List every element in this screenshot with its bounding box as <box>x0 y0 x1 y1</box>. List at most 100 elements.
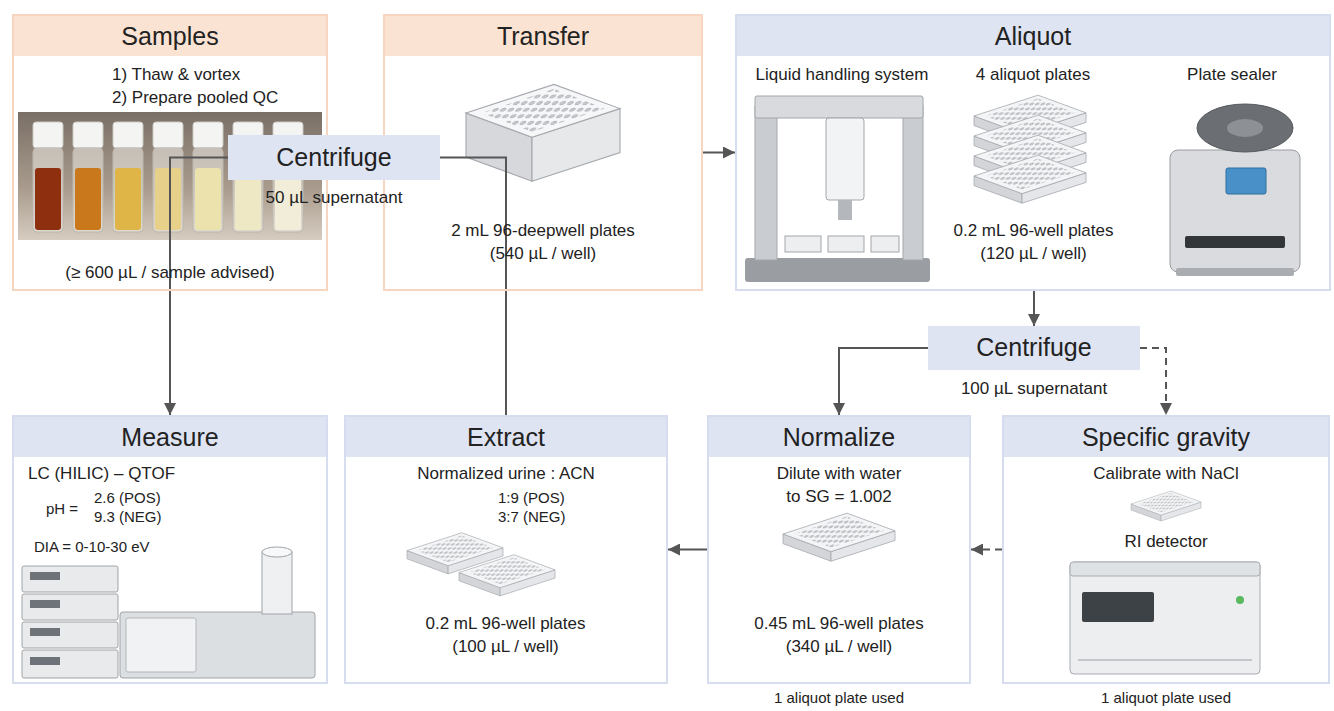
sample-vials-photo-part <box>35 168 61 230</box>
ri-detector-part <box>1070 562 1260 576</box>
normalize-plate <box>783 513 895 561</box>
panel-text: Normalized urine : ACN <box>346 463 666 486</box>
sample-vials-photo-part <box>115 168 141 230</box>
aliquot-plate-stack-part <box>974 155 1086 203</box>
volume-note: 100 µL supernatant <box>961 379 1107 399</box>
ri-detector <box>1070 562 1260 674</box>
panel-text: pH = <box>46 499 92 519</box>
sample-vials-photo-part <box>75 168 101 230</box>
plate-sealer <box>1170 104 1300 276</box>
lc-qtof-instrument-part <box>30 572 60 580</box>
flow-arrow <box>668 549 707 551</box>
liquid-handler-part <box>745 258 930 282</box>
plate-sealer-part <box>1197 104 1293 152</box>
sample-vials-photo-part <box>193 122 223 148</box>
panel-heading: Normalize <box>709 417 969 457</box>
normalize-plate-part <box>783 513 895 561</box>
panel-heading: Transfer <box>385 16 701 56</box>
ri-detector-part <box>1082 592 1154 622</box>
panel-heading: Samples <box>14 16 326 56</box>
step-panel: Measure LC (HILIC) – QTOF pH =2.6 (POS) 9.… <box>12 415 328 684</box>
sample-vials-photo-part <box>155 168 181 230</box>
flow-arrow <box>839 348 928 415</box>
lc-qtof-instrument-part <box>22 594 118 620</box>
lc-qtof-instrument-part <box>30 657 60 665</box>
plate-sealer-part <box>1227 119 1263 137</box>
panel-heading: Specific gravity <box>1004 417 1328 457</box>
volume-note: 1 aliquot plate used <box>1101 689 1231 706</box>
sample-vials-photo-part <box>195 168 221 230</box>
panel-text: Calibrate with NaCl <box>1004 463 1328 486</box>
panel-text: 0.2 mL 96-well plates (120 µL / well) <box>941 220 1126 266</box>
panel-heading: Extract <box>346 417 666 457</box>
step-panel: Specific gravityCalibrate with NaCl RI de… <box>1002 415 1330 684</box>
lc-qtof-instrument-part <box>22 650 118 678</box>
step-box: Centrifuge <box>228 135 440 180</box>
lc-qtof-instrument-part <box>22 566 118 592</box>
lc-qtof-instrument-part <box>262 547 292 557</box>
panel-text: 1) Thaw & vortex <box>112 64 322 87</box>
volume-note: 1 aliquot plate used <box>774 689 904 706</box>
panel-text: Liquid handling system <box>742 64 942 87</box>
calibration-plate <box>1131 491 1201 521</box>
lc-qtof-instrument-part <box>126 618 196 672</box>
sample-vials-photo-part <box>33 122 63 148</box>
panel-text: LC (HILIC) – QTOF <box>28 463 308 486</box>
extract-plates-part <box>459 555 555 596</box>
panel-text: 4 aliquot plates <box>957 64 1109 87</box>
lc-qtof-instrument <box>22 547 315 678</box>
liquid-handler-part <box>903 106 923 260</box>
sample-vials-photo-part <box>113 148 143 232</box>
flow-arrow <box>971 549 1002 551</box>
step-panel: NormalizeDilute with water to SG = 1.002… <box>707 415 971 684</box>
lc-qtof-instrument-part <box>30 628 60 636</box>
liquid-handler-part <box>826 118 864 200</box>
panel-text: 0.2 mL 96-well plates (100 µL / well) <box>413 613 598 659</box>
step-label: Centrifuge <box>928 326 1140 370</box>
step-box: Centrifuge <box>928 326 1140 370</box>
panel-text: 2 mL 96-deepwell plates (540 µL / well) <box>440 220 646 266</box>
ri-detector-part <box>1070 562 1260 674</box>
sample-vials-photo-part <box>73 148 103 232</box>
panel-text: RI detector <box>1004 531 1328 554</box>
flow-arrow <box>170 158 228 416</box>
panel-text: DIA = 0-10-30 eV <box>34 537 314 557</box>
panel-text: 2.6 (POS) 9.3 (NEG) <box>94 489 178 527</box>
liquid-handler-part <box>785 236 821 252</box>
lc-qtof-instrument-part <box>30 600 60 608</box>
panel-text: Dilute with water to SG = 1.002 <box>770 463 908 509</box>
sample-vials-photo-part <box>113 122 143 148</box>
aliquot-plate-stack <box>974 95 1086 203</box>
extract-plates <box>407 533 555 596</box>
plate-sealer-part <box>1170 150 1300 272</box>
sample-vials-photo-part <box>153 122 183 148</box>
liquid-handler <box>745 96 930 282</box>
liquid-handler-part <box>828 236 864 252</box>
sample-vials-photo-part <box>193 148 223 232</box>
sample-vials-photo-part <box>33 148 63 232</box>
lc-qtof-instrument-part <box>22 622 118 648</box>
lc-qtof-instrument-part <box>120 612 315 678</box>
step-label: Centrifuge <box>228 135 440 180</box>
liquid-handler-part <box>755 96 923 118</box>
calibration-plate-part <box>1131 491 1201 521</box>
panel-text: Plate sealer <box>1157 64 1307 87</box>
ri-detector-part <box>1236 596 1244 604</box>
step-panel: ExtractNormalized urine : ACN 1:9 (POS) 3… <box>344 415 668 684</box>
liquid-handler-part <box>755 106 777 260</box>
plate-sealer-part <box>1176 268 1294 276</box>
flow-arrow <box>1033 291 1035 326</box>
panel-text: 1:9 (POS) 3:7 (NEG) <box>498 489 582 527</box>
flow-arrow <box>440 158 506 416</box>
sample-vials-photo-part <box>73 122 103 148</box>
deepwell-plate-part <box>466 84 620 181</box>
lc-qtof-instrument-part <box>262 552 292 614</box>
panel-text: 2) Prepare pooled QC <box>112 87 322 110</box>
plate-sealer-part <box>1185 236 1285 248</box>
deepwell-plate <box>466 84 620 181</box>
volume-note: 50 µL supernatant <box>266 188 403 208</box>
sample-vials-photo-part <box>153 148 183 232</box>
panel-heading: Measure <box>14 417 326 457</box>
panel-text: (≥ 600 µL / sample advised) <box>14 262 326 285</box>
